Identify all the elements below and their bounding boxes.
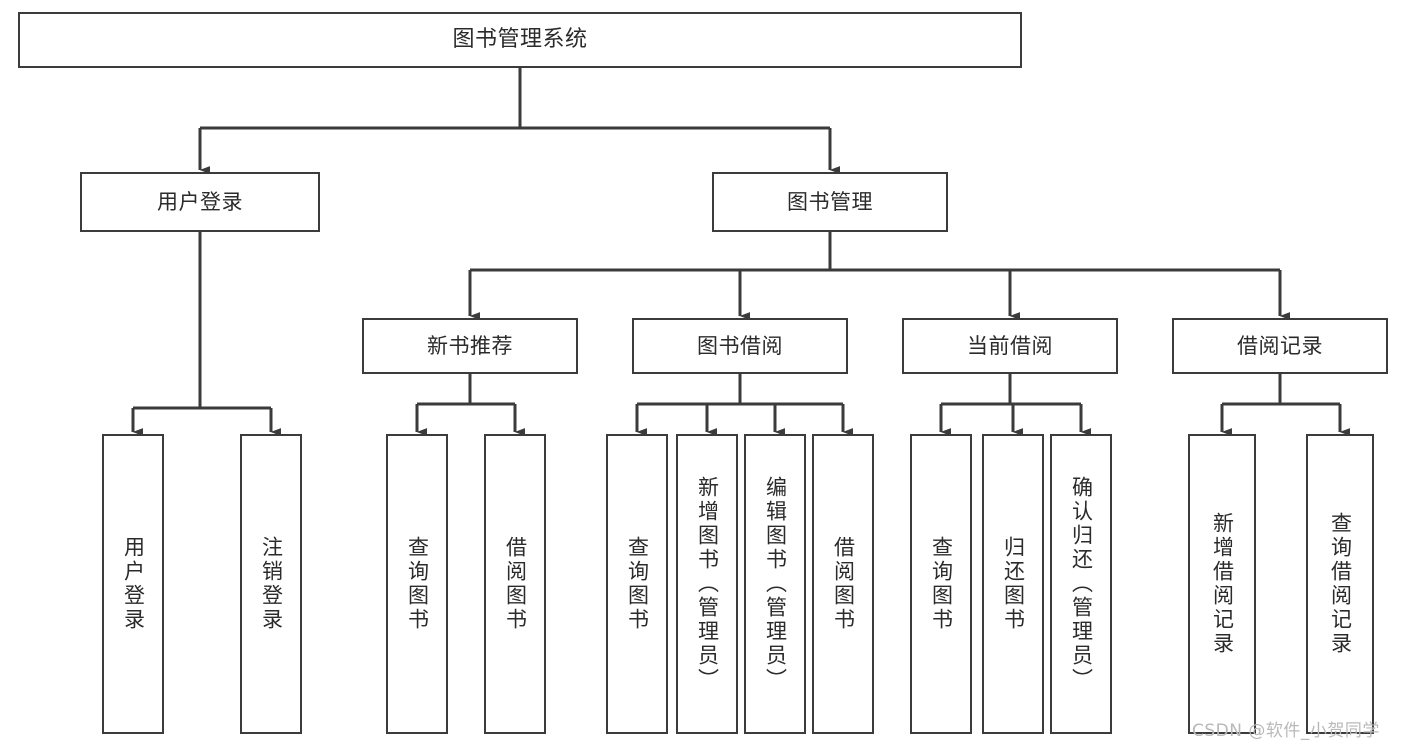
- leaf-query-borrow-record-label: 查询借阅记录: [1328, 512, 1353, 656]
- leaf-confirm-return[interactable]: 确认归还（管理员）: [1050, 434, 1112, 734]
- leaf-query-book-3[interactable]: 查询图书: [910, 434, 972, 734]
- node-current-borrow-label: 当前借阅: [967, 333, 1053, 358]
- node-root-label: 图书管理系统: [452, 27, 588, 53]
- node-user-login-label: 用户登录: [157, 189, 243, 214]
- node-current-borrow[interactable]: 当前借阅: [902, 318, 1118, 374]
- leaf-query-book-1[interactable]: 查询图书: [386, 434, 448, 734]
- leaf-query-book-1-label: 查询图书: [405, 536, 430, 632]
- node-book-borrow[interactable]: 图书借阅: [632, 318, 848, 374]
- leaf-add-borrow-record[interactable]: 新增借阅记录: [1188, 434, 1256, 734]
- leaf-edit-book-label: 编辑图书（管理员）: [763, 476, 788, 692]
- leaf-add-book-label: 新增图书（管理员）: [695, 476, 720, 692]
- leaf-query-book-3-label: 查询图书: [929, 536, 954, 632]
- leaf-add-book[interactable]: 新增图书（管理员）: [676, 434, 738, 734]
- leaf-borrow-book-2[interactable]: 借阅图书: [812, 434, 874, 734]
- node-book-management[interactable]: 图书管理: [712, 172, 948, 232]
- leaf-return-book[interactable]: 归还图书: [982, 434, 1044, 734]
- node-root[interactable]: 图书管理系统: [18, 12, 1022, 68]
- leaf-user-login[interactable]: 用户登录: [102, 434, 164, 734]
- leaf-logout-label: 注销登录: [259, 536, 284, 632]
- node-borrow-record[interactable]: 借阅记录: [1172, 318, 1388, 374]
- node-borrow-record-label: 借阅记录: [1237, 333, 1323, 358]
- connector-lines: [131, 68, 1351, 436]
- leaf-borrow-book-1[interactable]: 借阅图书: [484, 434, 546, 734]
- leaf-borrow-book-2-label: 借阅图书: [831, 536, 856, 632]
- leaf-edit-book[interactable]: 编辑图书（管理员）: [744, 434, 806, 734]
- node-new-book-recommend-label: 新书推荐: [427, 333, 513, 358]
- leaf-return-book-label: 归还图书: [1001, 536, 1026, 632]
- leaf-borrow-book-1-label: 借阅图书: [503, 536, 528, 632]
- leaf-query-book-2[interactable]: 查询图书: [606, 434, 668, 734]
- leaf-query-borrow-record[interactable]: 查询借阅记录: [1306, 434, 1374, 734]
- node-book-management-label: 图书管理: [787, 189, 873, 214]
- node-user-login[interactable]: 用户登录: [80, 172, 320, 232]
- leaf-confirm-return-label: 确认归还（管理员）: [1069, 476, 1094, 692]
- leaf-user-login-label: 用户登录: [121, 536, 146, 632]
- leaf-add-borrow-record-label: 新增借阅记录: [1210, 512, 1235, 656]
- node-book-borrow-label: 图书借阅: [697, 333, 783, 358]
- leaf-query-book-2-label: 查询图书: [625, 536, 650, 632]
- node-new-book-recommend[interactable]: 新书推荐: [362, 318, 578, 374]
- csdn-watermark: CSDN @软件_小贺同学: [1192, 721, 1380, 741]
- leaf-logout[interactable]: 注销登录: [240, 434, 302, 734]
